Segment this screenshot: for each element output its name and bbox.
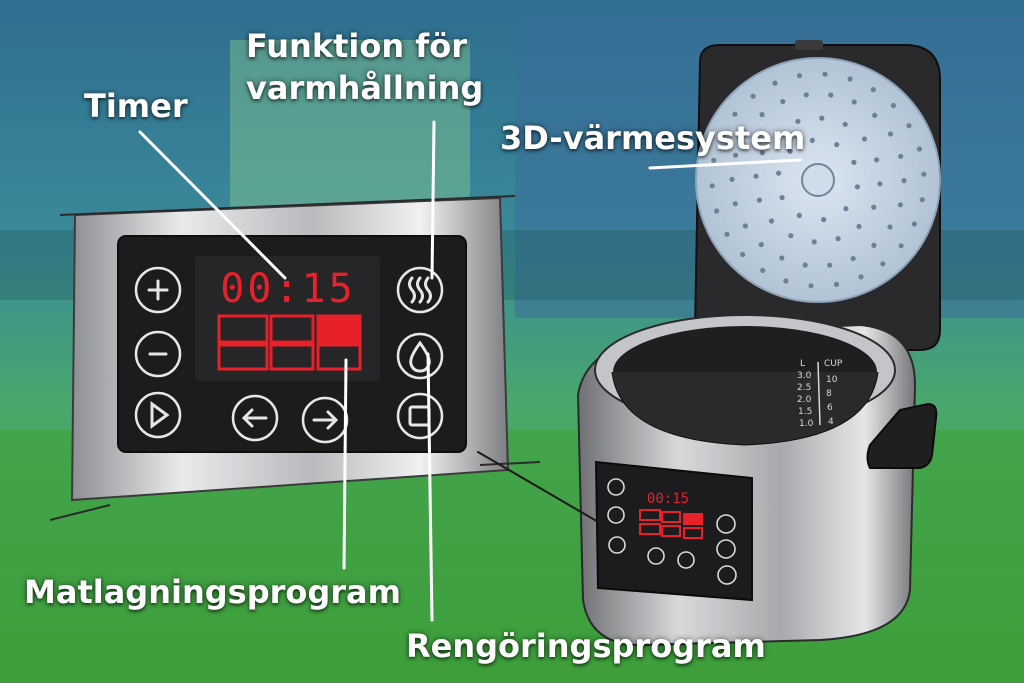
- program-indicator-active: [318, 316, 360, 342]
- steam-hole: [769, 218, 774, 223]
- steam-hole: [724, 232, 729, 237]
- steam-hole: [858, 274, 863, 279]
- steam-hole: [751, 94, 756, 99]
- steam-hole: [920, 197, 925, 202]
- steam-hole: [852, 99, 857, 104]
- scale-mark-cups: 10: [826, 375, 838, 385]
- lid-latch: [795, 40, 823, 50]
- scale-mark-cups: 4: [828, 417, 834, 427]
- steam-hole: [754, 174, 759, 179]
- steam-hole: [808, 283, 813, 288]
- steam-hole: [856, 224, 861, 229]
- steam-hole: [898, 154, 903, 159]
- label-timer: Timer: [84, 86, 188, 126]
- steam-hole: [880, 261, 885, 266]
- steam-hole: [862, 136, 867, 141]
- small-control-panel: [596, 462, 752, 600]
- steam-hole: [877, 181, 882, 186]
- steam-hole: [843, 122, 848, 127]
- steam-hole: [740, 252, 745, 257]
- steam-hole: [711, 158, 716, 163]
- steam-hole: [843, 206, 848, 211]
- steam-hole: [760, 268, 765, 273]
- lid-center: [802, 164, 834, 196]
- scale-mark-liters: 2.5: [797, 383, 811, 393]
- steam-hole: [714, 208, 719, 213]
- control-panel-closeup: [50, 196, 540, 520]
- steam-hole: [851, 256, 856, 261]
- scale-mark-cups: 8: [826, 389, 832, 399]
- cooking-pointer-line: [344, 360, 346, 568]
- steam-hole: [743, 223, 748, 228]
- steam-hole: [871, 243, 876, 248]
- steam-hole: [874, 157, 879, 162]
- steam-hole: [819, 116, 824, 121]
- label-heating-system: 3D-värmesystem: [500, 118, 805, 158]
- steam-hole: [888, 131, 893, 136]
- steam-hole: [783, 278, 788, 283]
- steam-hole: [821, 217, 826, 222]
- steam-hole: [921, 172, 926, 177]
- steam-hole: [899, 243, 904, 248]
- label-cooking-programs: Matlagningsprogram: [24, 572, 401, 612]
- steam-hole: [887, 224, 892, 229]
- steam-hole: [836, 236, 841, 241]
- steam-hole: [760, 112, 765, 117]
- steam-hole: [780, 195, 785, 200]
- steam-hole: [828, 92, 833, 97]
- steam-hole: [757, 198, 762, 203]
- steam-hole: [855, 184, 860, 189]
- steam-hole: [901, 178, 906, 183]
- steam-hole: [780, 99, 785, 104]
- label-keep-warm-line1: Funktion för: [246, 26, 467, 66]
- steam-hole: [822, 72, 827, 77]
- scale-mark-liters: 1.0: [799, 419, 814, 429]
- steam-hole: [812, 239, 817, 244]
- steam-hole: [797, 73, 802, 78]
- steam-hole: [848, 76, 853, 81]
- steam-hole: [797, 213, 802, 218]
- steam-hole: [834, 282, 839, 287]
- steam-hole: [729, 177, 734, 182]
- scale-unit-liters: L: [800, 359, 805, 369]
- steam-hole: [871, 87, 876, 92]
- steam-hole: [834, 142, 839, 147]
- scale-mark-liters: 2.0: [797, 395, 812, 405]
- steam-hole: [772, 81, 777, 86]
- steam-hole: [912, 221, 917, 226]
- steam-hole: [810, 138, 815, 143]
- steam-hole: [732, 112, 737, 117]
- steam-hole: [827, 263, 832, 268]
- steam-hole: [710, 183, 715, 188]
- scale-mark-cups: 6: [827, 403, 833, 413]
- steam-hole: [759, 242, 764, 247]
- steam-hole: [871, 205, 876, 210]
- steam-hole: [776, 171, 781, 176]
- steam-hole: [891, 103, 896, 108]
- steam-hole: [906, 123, 911, 128]
- steam-hole: [804, 92, 809, 97]
- scale-unit-cups: CUP: [824, 359, 843, 369]
- steam-hole: [917, 146, 922, 151]
- steam-hole: [788, 233, 793, 238]
- keep-warm-pointer-line: [432, 122, 434, 278]
- steam-hole: [851, 160, 856, 165]
- steam-hole: [872, 113, 877, 118]
- label-cleaning-programs: Rengöringsprogram: [406, 626, 766, 666]
- scale-mark-liters: 3.0: [797, 371, 812, 381]
- steam-hole: [898, 202, 903, 207]
- steam-hole: [779, 255, 784, 260]
- small-timer-display: 00:15: [647, 491, 689, 507]
- small-indicator-active: [684, 514, 702, 524]
- scale-mark-liters: 1.5: [798, 407, 812, 417]
- steam-hole: [803, 262, 808, 267]
- timer-display: 00:15: [220, 266, 355, 312]
- label-keep-warm-line2: varmhållning: [246, 68, 483, 108]
- steam-hole: [733, 201, 738, 206]
